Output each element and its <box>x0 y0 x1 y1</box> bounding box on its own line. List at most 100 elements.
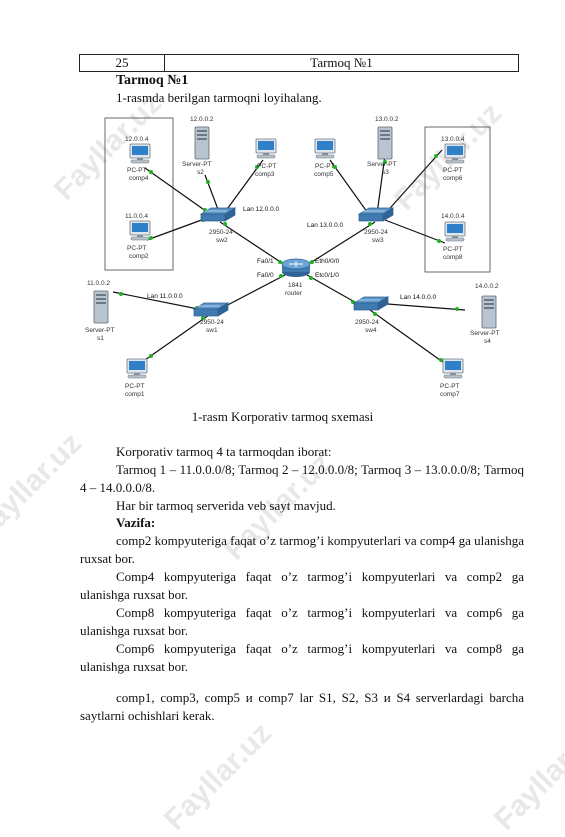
instruction-text: 1-rasmda berilgan tarmoqni loyihalang. <box>116 90 322 105</box>
comp5-name: comp5 <box>314 171 334 178</box>
watermark: Fayllar.uz <box>158 716 279 837</box>
comp7-name: comp7 <box>440 391 460 398</box>
s1-type: Server-PT <box>85 327 115 334</box>
task-item: comp1, comp3, comp5 и comp7 lar S1, S2, … <box>80 690 524 723</box>
s2-node: 12.0.0.2 Server-PT s2 <box>182 116 214 176</box>
comp3-node: PC-PT comp3 <box>255 138 277 178</box>
watermark: Fayllar.uz <box>488 716 565 837</box>
comp4-type: PC-PT <box>127 167 147 174</box>
lan12-label: Lan 12.0.0.0 <box>243 206 280 213</box>
router-icon <box>281 258 311 278</box>
lan13-label: Lan 13.0.0.0 <box>307 222 344 229</box>
switch-icon <box>353 296 389 311</box>
comp8-node: 14.0.0.4 PC-PT comp8 <box>441 213 466 261</box>
port-fa01: Fa0/1 <box>257 258 274 265</box>
router-name: router <box>285 290 303 297</box>
comp8-name: comp8 <box>443 254 463 261</box>
s2-type: Server-PT <box>182 161 212 168</box>
page-header-table: 25 Tarmoq №1 <box>79 54 519 72</box>
s2-name: s2 <box>197 169 204 176</box>
comp2-ip: 11.0.0.4 <box>125 213 148 220</box>
section-title: Tarmoq №1 <box>116 73 189 88</box>
body-paragraph: Korporativ tarmoq 4 ta tarmoqdan iborat: <box>116 444 332 459</box>
network-diagram: 12.0.0.4 PC-PT comp4 11.0.0.4 PC-PT comp… <box>85 116 500 398</box>
sw2-name: sw2 <box>216 237 228 244</box>
server-icon <box>377 126 393 160</box>
sw4-name: sw4 <box>365 327 377 334</box>
sw1-type: 2950-24 <box>200 319 224 326</box>
s1-ip: 11.0.0.2 <box>87 280 110 287</box>
comp2-type: PC-PT <box>127 245 147 252</box>
comp2-name: comp2 <box>129 253 149 260</box>
s3-node: 13.0.0.2 Server-PT s3 <box>367 116 399 176</box>
comp3-type: PC-PT <box>257 163 277 170</box>
comp4-node: 12.0.0.4 PC-PT comp4 <box>125 136 151 182</box>
pc-icon <box>444 221 466 242</box>
s1-node: 11.0.0.2 Server-PT s1 <box>85 280 115 342</box>
comp6-type: PC-PT <box>443 167 463 174</box>
s4-ip: 14.0.0.2 <box>475 283 499 290</box>
s1-name: s1 <box>97 335 104 342</box>
task-item: Comp8 kompyuteriga faqat o’z tarmog’i ko… <box>80 605 524 638</box>
s3-name: s3 <box>382 169 389 176</box>
port-etc010: Etc0/1/0 <box>315 272 339 279</box>
router-type: 1841 <box>288 282 303 289</box>
server-icon <box>481 295 497 329</box>
s4-type: Server-PT <box>470 330 500 337</box>
comp8-type: PC-PT <box>443 246 463 253</box>
pc-icon <box>314 138 336 159</box>
comp4-name: comp4 <box>129 175 149 182</box>
port-fa00: Fa0/0 <box>257 272 274 279</box>
sw4-type: 2950-24 <box>355 319 379 326</box>
s4-name: s4 <box>484 338 491 345</box>
comp7-type: PC-PT <box>440 383 460 390</box>
pc-icon <box>442 358 464 379</box>
group-box-left <box>104 117 174 271</box>
task-item: Comp4 kompyuteriga faqat o’z tarmog’i ko… <box>80 569 524 602</box>
sw3-name: sw3 <box>372 237 384 244</box>
comp5-node: PC-PT comp5 <box>314 138 336 178</box>
body-paragraph: Har bir tarmoq serverida veb sayt mavjud… <box>116 498 336 513</box>
task-item: Comp6 kompyuteriga faqat o’z tarmog’i ko… <box>80 641 524 674</box>
figure-caption: 1-rasm Korporativ tarmoq sxemasi <box>191 409 374 424</box>
s3-type: Server-PT <box>367 161 397 168</box>
router-node: 1841 router <box>281 258 311 297</box>
sw3-node: 2950-24 sw3 <box>358 207 394 244</box>
pc-icon <box>129 220 151 241</box>
s4-node: 14.0.0.2 Server-PT s4 <box>470 283 500 345</box>
header-title: Tarmoq №1 <box>310 55 373 70</box>
pc-icon <box>255 138 277 159</box>
watermark: Fayllar.uz <box>0 426 89 547</box>
task-heading: Vazifa: <box>116 515 156 530</box>
comp6-node: 13.0.0.4 PC-PT comp6 <box>441 136 466 182</box>
comp7-node: PC-PT comp7 <box>440 358 464 398</box>
pc-icon <box>444 143 466 164</box>
switch-icon <box>193 302 229 317</box>
server-icon <box>93 290 109 324</box>
body-paragraph: Tarmoq 1 – 11.0.0.0/8; Tarmoq 2 – 12.0.0… <box>80 462 524 495</box>
group-box-right <box>424 126 491 273</box>
sw4-node: 2950-24 sw4 <box>353 296 389 334</box>
sw3-type: 2950-24 <box>364 229 388 236</box>
comp2-node: 11.0.0.4 PC-PT comp2 <box>125 213 151 260</box>
comp1-type: PC-PT <box>125 383 145 390</box>
task-item: comp2 kompyuteriga faqat o’z tarmog’i ko… <box>80 533 524 566</box>
lan14-label: Lan 14.0.0.0 <box>400 294 437 301</box>
comp5-type: PC-PT <box>315 163 335 170</box>
comp8-ip: 14.0.0.4 <box>441 213 465 220</box>
comp1-node: PC-PT comp1 <box>125 358 148 398</box>
lan11-label: Lan 11.0.0.0 <box>147 293 183 300</box>
port-eth000: Eth0/0/0 <box>315 258 340 265</box>
server-icon <box>194 126 210 160</box>
pc-icon <box>129 143 151 164</box>
s2-ip: 12.0.0.2 <box>190 116 214 123</box>
sw2-type: 2950-24 <box>209 229 233 236</box>
comp4-ip: 12.0.0.4 <box>125 136 149 143</box>
s3-ip: 13.0.0.2 <box>375 116 399 123</box>
comp1-name: comp1 <box>125 391 145 398</box>
comp6-ip: 13.0.0.4 <box>441 136 465 143</box>
comp3-name: comp3 <box>255 171 275 178</box>
network-links <box>112 149 466 366</box>
page-number: 25 <box>80 55 165 71</box>
sw2-node: 2950-24 sw2 <box>200 207 236 244</box>
